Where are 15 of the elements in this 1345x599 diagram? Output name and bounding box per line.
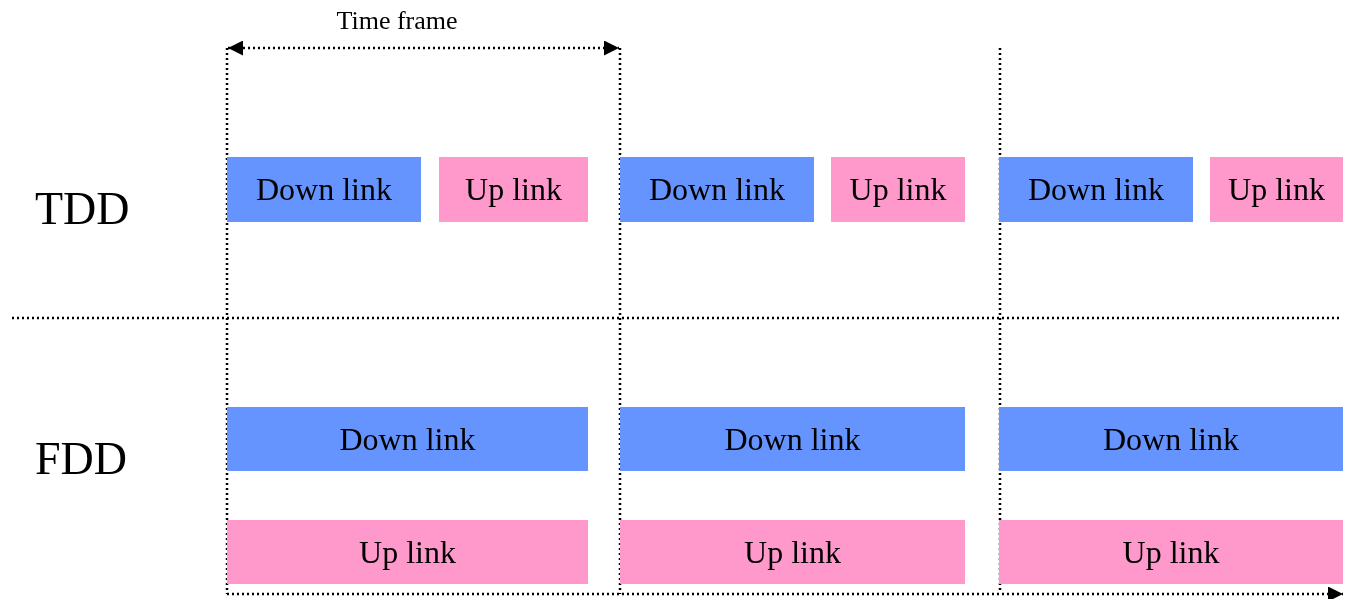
uplink-bar: Up link: [1210, 157, 1343, 222]
uplink-bar: Up link: [831, 157, 965, 222]
downlink-bar: Down link: [620, 157, 814, 222]
uplink-bar: Up link: [620, 520, 965, 584]
downlink-bar: Down link: [999, 407, 1343, 471]
row-label: FDD: [35, 436, 128, 482]
uplink-bar: Up link: [227, 520, 588, 584]
downlink-bar: Down link: [999, 157, 1193, 222]
uplink-bar: Up link: [439, 157, 588, 222]
downlink-bar: Down link: [227, 157, 421, 222]
downlink-bar: Down link: [620, 407, 965, 471]
downlink-bar: Down link: [227, 407, 588, 471]
row-label: TDD: [35, 186, 130, 232]
uplink-bar: Up link: [999, 520, 1343, 584]
time-frame-label: Time frame: [336, 8, 458, 34]
